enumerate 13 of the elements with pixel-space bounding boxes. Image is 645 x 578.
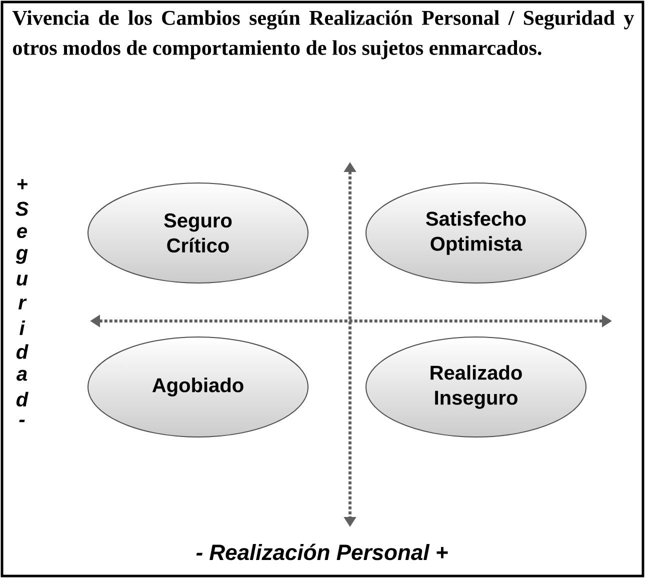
axis-letter: g — [16, 248, 28, 264]
axis-letter: - — [19, 420, 25, 422]
axis-letter: e — [17, 227, 28, 238]
axis-letter: r — [18, 298, 27, 310]
axis-letter: d — [16, 392, 28, 407]
axis-letter: a — [16, 370, 27, 381]
title: Vivencia de los Cambios según Realización Personal / Seguridad y otros modos de comportamiento de los sujetos enmarcados. — [12, 10, 634, 60]
axis-letter: u — [16, 274, 28, 286]
axis-letter: + — [17, 179, 28, 190]
axis-label: - Realización Personal + — [196, 544, 448, 560]
axis-letter: S — [16, 202, 28, 216]
axis-letter: i — [20, 320, 26, 336]
axis-letter: d — [16, 344, 28, 359]
